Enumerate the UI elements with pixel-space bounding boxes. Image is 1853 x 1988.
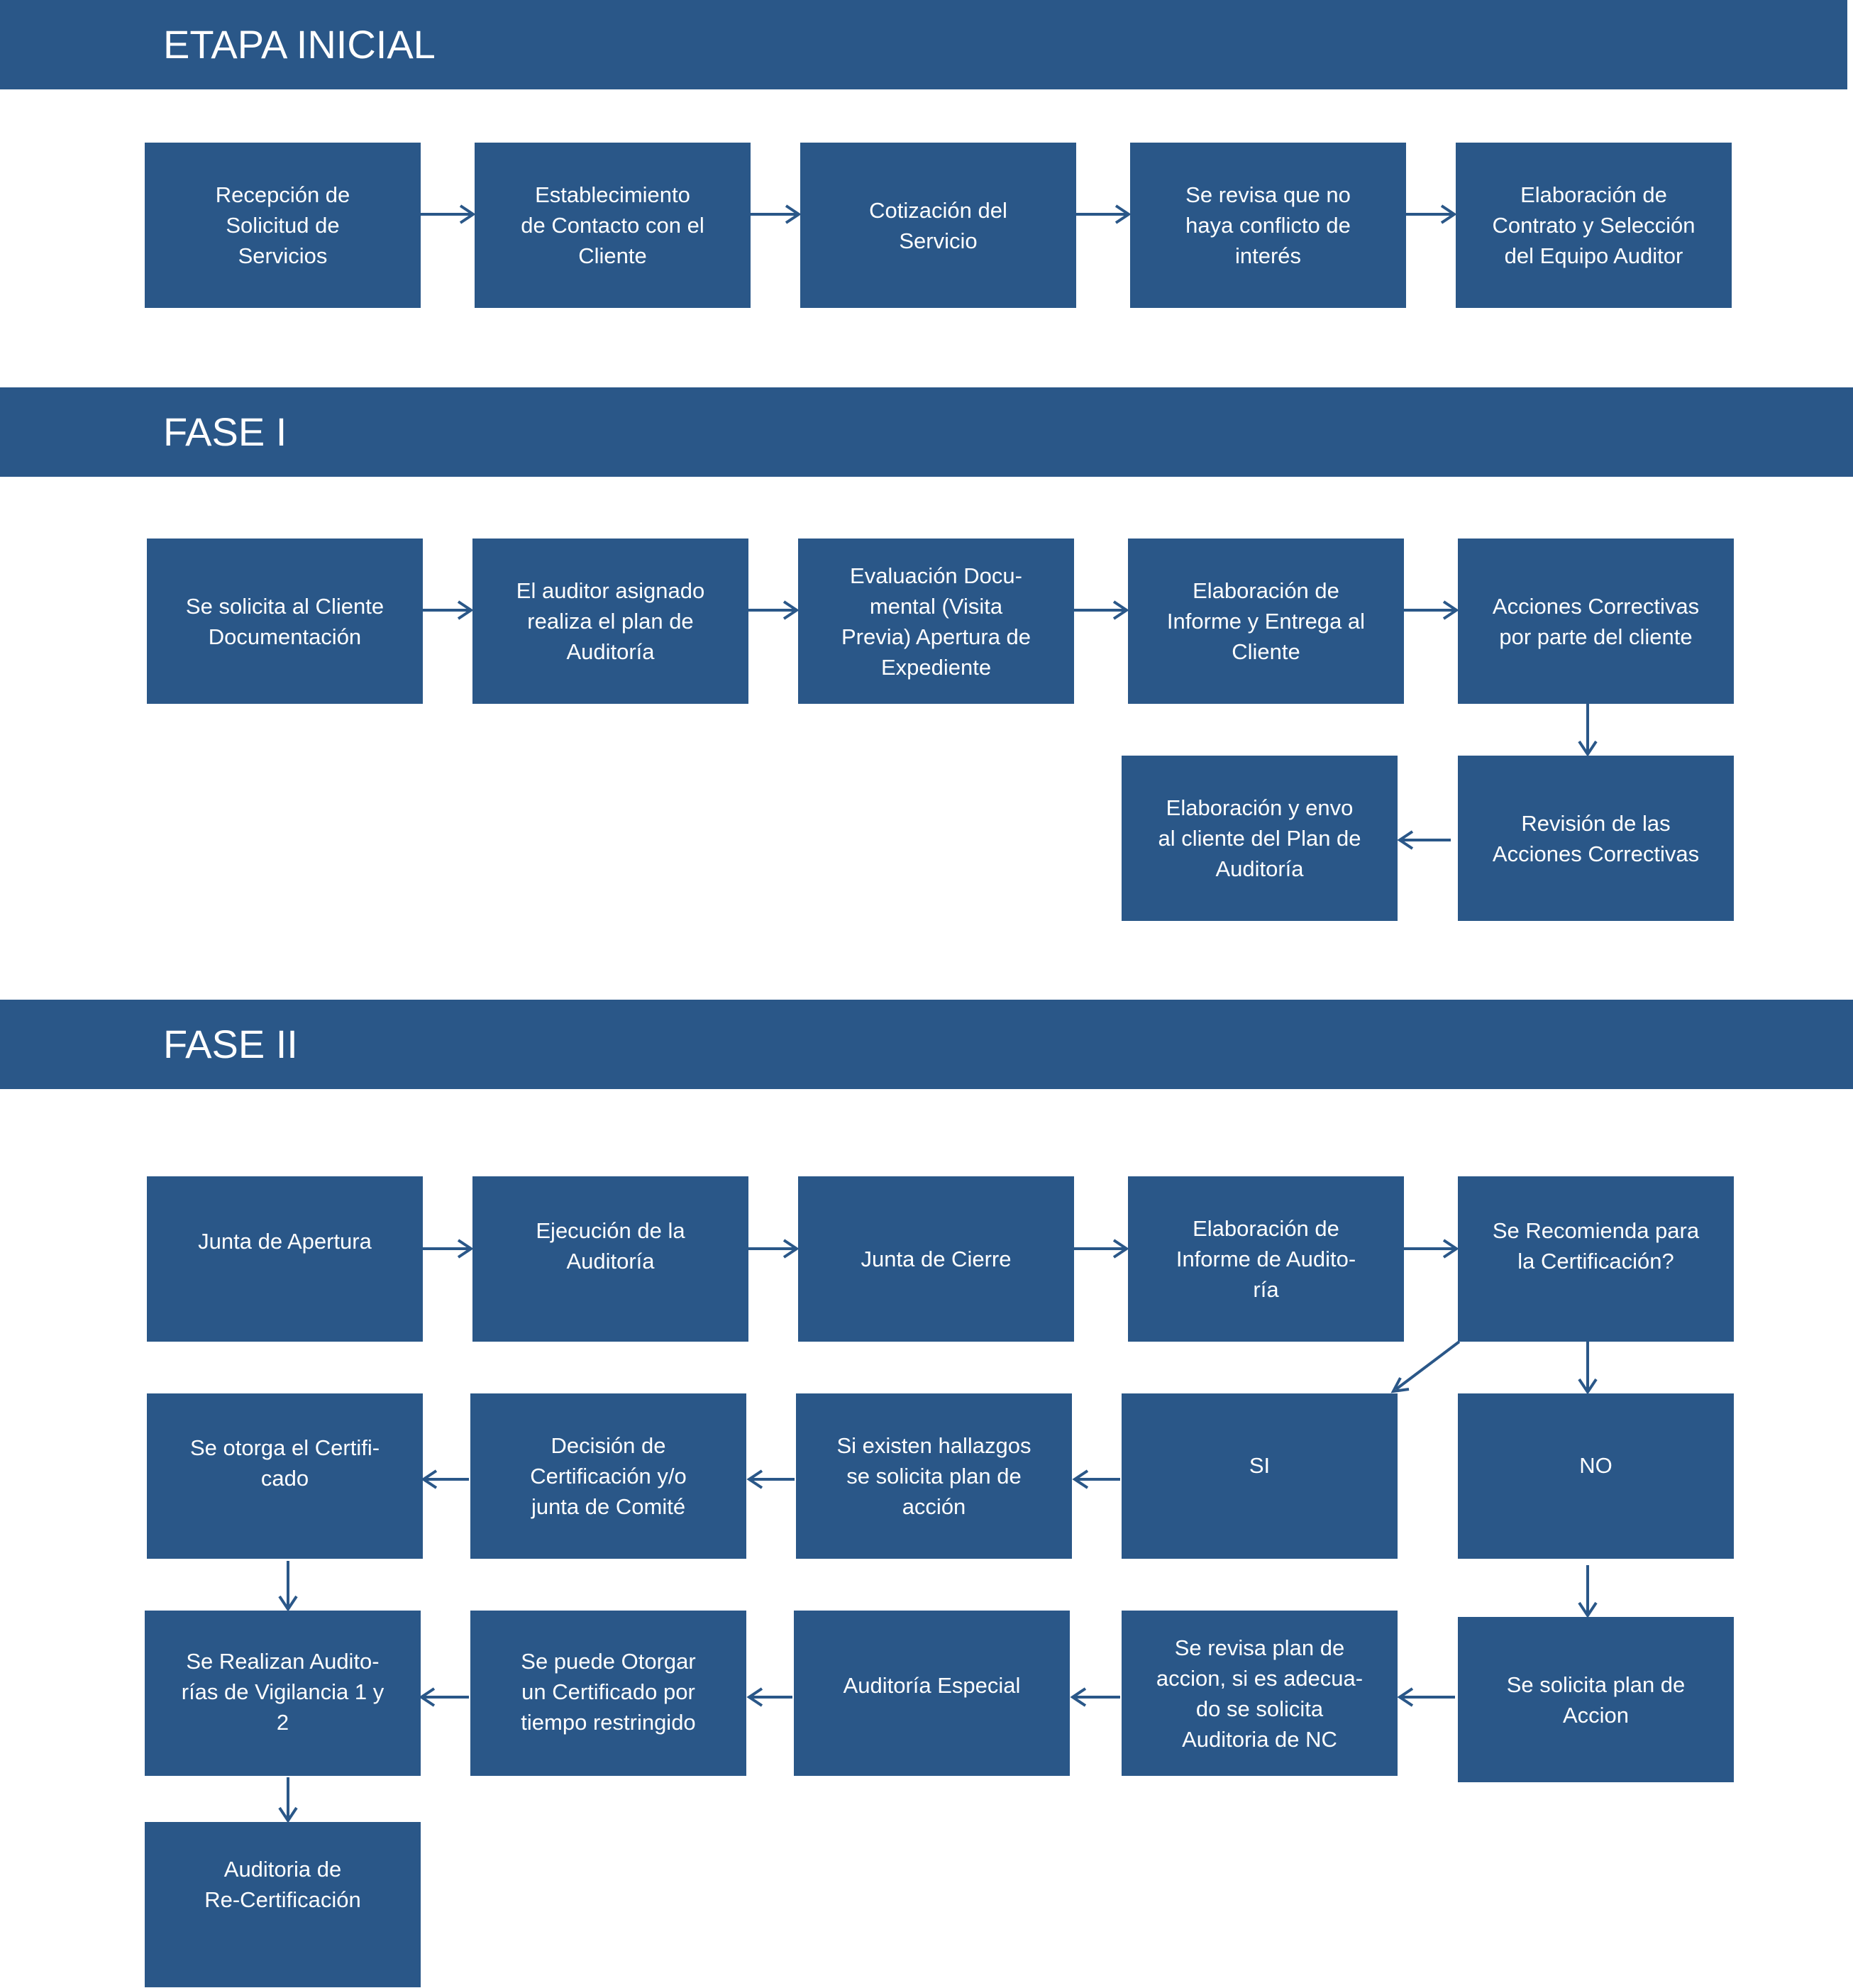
step-label: Elaboración de Contrato y Selección del … xyxy=(1492,182,1696,268)
section-band-fase-2: FASE II xyxy=(0,1000,1853,1089)
step-elaboracion-contrato: Elaboración de Contrato y Selección del … xyxy=(1456,143,1732,308)
step-label: Se solicita plan de Accion xyxy=(1506,1672,1686,1728)
arrow-left xyxy=(1397,1687,1455,1707)
answer-no: NO xyxy=(1458,1393,1734,1559)
section-band-fase-1: FASE I xyxy=(0,387,1853,477)
step-recepcion-solicitud: Recepción de Solicitud de Servicios xyxy=(145,143,421,308)
step-otorga-certificado: Se otorga el Certifi- cado xyxy=(147,1393,423,1559)
arrow-left xyxy=(746,1687,792,1707)
arrow-right xyxy=(423,1239,474,1259)
step-label: Cotización del Servicio xyxy=(869,197,1007,253)
arrow-diagonal-to-si xyxy=(1390,1340,1461,1393)
section-title: ETAPA INICIAL xyxy=(163,22,436,67)
arrow-down xyxy=(1578,1342,1598,1395)
arrow-left xyxy=(419,1687,469,1707)
step-hallazgos-plan-accion: Si existen hallazgos se solicita plan de… xyxy=(796,1393,1072,1559)
step-label: Si existen hallazgos se solicita plan de… xyxy=(836,1433,1031,1519)
step-label: Elaboración de Informe y Entrega al Clie… xyxy=(1166,578,1366,664)
step-label: Decisión de Certificación y/o junta de C… xyxy=(530,1433,687,1519)
arrow-down xyxy=(278,1777,298,1823)
step-informe-auditoria: Elaboración de Informe de Audito- ría xyxy=(1128,1176,1404,1342)
step-revisa-plan-accion: Se revisa plan de accion, si es adecua- … xyxy=(1122,1611,1398,1776)
arrow-right xyxy=(748,600,800,620)
arrow-right xyxy=(1404,600,1459,620)
arrow-left xyxy=(1072,1469,1120,1489)
step-revision-acciones: Revisión de las Acciones Correctivas xyxy=(1458,756,1734,921)
step-junta-apertura: Junta de Apertura xyxy=(147,1176,423,1342)
step-label: Auditoría Especial xyxy=(843,1673,1021,1698)
step-ejecucion-auditoria: Ejecución de la Auditoría xyxy=(472,1176,748,1342)
step-label: Establecimiento de Contacto con el Clien… xyxy=(521,182,704,268)
arrow-left xyxy=(421,1469,469,1489)
step-label: Ejecución de la Auditoría xyxy=(536,1218,685,1274)
step-label: Se solicita al Cliente Documentación xyxy=(185,593,385,649)
arrow-down xyxy=(278,1561,298,1612)
step-label: El auditor asignado realiza el plan de A… xyxy=(516,578,705,664)
step-label: Se revisa plan de accion, si es adecua- … xyxy=(1156,1635,1364,1752)
step-cotizacion-servicio: Cotización del Servicio xyxy=(800,143,1076,308)
step-plan-auditoria: El auditor asignado realiza el plan de A… xyxy=(472,539,748,704)
arrow-down xyxy=(1578,1565,1598,1618)
step-label: Auditoria de Re-Certificación xyxy=(204,1857,361,1912)
step-solicita-plan-accion: Se solicita plan de Accion xyxy=(1458,1617,1734,1782)
step-label: Junta de Apertura xyxy=(198,1229,372,1254)
step-label: Se Realizan Audito- rías de Vigilancia 1… xyxy=(181,1649,385,1735)
section-band-etapa-inicial: ETAPA INICIAL xyxy=(0,0,1847,89)
step-label: Se puede Otorgar un Certificado por tiem… xyxy=(521,1649,696,1735)
step-revision-conflicto: Se revisa que no haya conflicto de inter… xyxy=(1130,143,1406,308)
step-evaluacion-documental: Evaluación Docu- mental (Visita Previa) … xyxy=(798,539,1074,704)
step-label: NO xyxy=(1579,1453,1613,1478)
step-label: SI xyxy=(1249,1453,1271,1478)
step-auditoria-especial: Auditoría Especial xyxy=(794,1611,1070,1776)
step-informe-entrega: Elaboración de Informe y Entrega al Clie… xyxy=(1128,539,1404,704)
answer-si: SI xyxy=(1122,1393,1398,1559)
section-title: FASE II xyxy=(163,1022,298,1066)
arrow-left xyxy=(1070,1687,1120,1707)
step-certificado-restringido: Se puede Otorgar un Certificado por tiem… xyxy=(470,1611,746,1776)
arrow-left xyxy=(1397,830,1451,850)
arrow-right xyxy=(751,204,802,224)
step-label: Se revisa que no haya conflicto de inter… xyxy=(1185,182,1351,268)
section-title: FASE I xyxy=(163,409,287,454)
step-acciones-correctivas: Acciones Correctivas por parte del clien… xyxy=(1458,539,1734,704)
arrow-right xyxy=(748,1239,800,1259)
arrow-right xyxy=(423,600,474,620)
step-label: Elaboración y envo al cliente del Plan d… xyxy=(1158,795,1361,881)
arrow-right xyxy=(1074,600,1129,620)
step-label: Se Recomienda para la Certificación? xyxy=(1492,1218,1700,1274)
decision-recomienda-certificacion: Se Recomienda para la Certificación? xyxy=(1458,1176,1734,1342)
step-establecimiento-contacto: Establecimiento de Contacto con el Clien… xyxy=(475,143,751,308)
arrow-left xyxy=(746,1469,795,1489)
step-label: Elaboración de Informe de Audito- ría xyxy=(1176,1216,1356,1302)
step-label: Junta de Cierre xyxy=(861,1247,1012,1271)
step-label: Se otorga el Certifi- cado xyxy=(189,1435,380,1491)
arrow-right xyxy=(1404,1239,1459,1259)
step-label: Acciones Correctivas por parte del clien… xyxy=(1492,593,1700,649)
step-auditorias-vigilancia: Se Realizan Audito- rías de Vigilancia 1… xyxy=(145,1611,421,1776)
step-junta-cierre: Junta de Cierre xyxy=(798,1176,1074,1342)
step-recertificacion: Auditoria de Re-Certificación xyxy=(145,1822,421,1987)
step-envio-plan-auditoria: Elaboración y envo al cliente del Plan d… xyxy=(1122,756,1398,921)
step-solicitud-documentacion: Se solicita al Cliente Documentación xyxy=(147,539,423,704)
arrow-down xyxy=(1578,704,1598,757)
step-decision-certificacion: Decisión de Certificación y/o junta de C… xyxy=(470,1393,746,1559)
arrow-right xyxy=(1074,1239,1129,1259)
arrow-right xyxy=(1406,204,1457,224)
step-label: Revisión de las Acciones Correctivas xyxy=(1492,810,1700,866)
step-label: Evaluación Docu- mental (Visita Previa) … xyxy=(841,563,1031,680)
step-label: Recepción de Solicitud de Servicios xyxy=(215,182,350,268)
arrow-right xyxy=(1076,204,1132,224)
arrow-right xyxy=(421,204,476,224)
